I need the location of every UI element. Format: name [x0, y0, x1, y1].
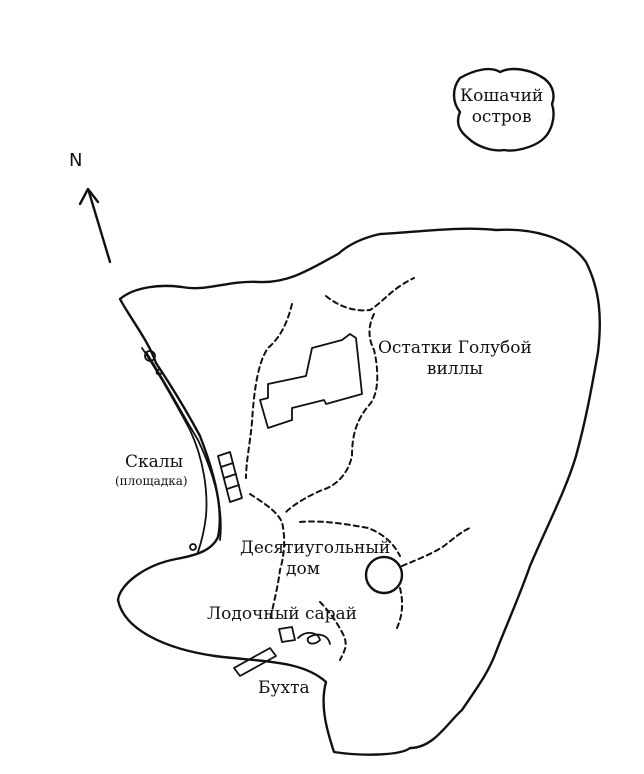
blue-villa-label-line-1: Остатки Голубой [378, 338, 532, 358]
blue-villa-label-line-2: виллы [426, 358, 483, 379]
cat-island-label: Кошачий остров [460, 86, 543, 127]
cat-island-outline [452, 67, 555, 152]
decagon-house-marker [364, 555, 404, 595]
rock-marker [144, 350, 156, 362]
boathouse-label: Лодочный сарай [207, 604, 357, 624]
cliff-edge-line-outer [145, 351, 222, 541]
blue-villa-ruins [259, 333, 363, 429]
decagon-house-label: Десятиугольный дом [240, 538, 390, 579]
bay-label: Бухта [258, 678, 310, 698]
jetty [297, 632, 331, 645]
pier [233, 647, 277, 677]
island-coastline [116, 227, 602, 756]
cliffs-note-label: (площадка) [115, 474, 188, 488]
rock-marker [155, 368, 163, 376]
blue-villa-label: Остатки Голубой виллы [378, 338, 532, 379]
boathouse-marker [278, 626, 296, 643]
cliffs-label: Скалы [125, 452, 184, 472]
rock-marker [189, 543, 197, 551]
cliff-steps [217, 451, 243, 503]
decagon-house-label-line-2: дом [286, 558, 320, 579]
north-label: N [69, 150, 83, 171]
cat-island-label-line-1: Кошачий [460, 86, 544, 106]
north-arrow [78, 187, 112, 264]
cliff-edge-line [141, 347, 208, 553]
cat-island-label-line-2: остров [471, 106, 532, 127]
decagon-house-label-line-1: Десятиугольный [240, 538, 391, 558]
footpaths [245, 277, 471, 661]
